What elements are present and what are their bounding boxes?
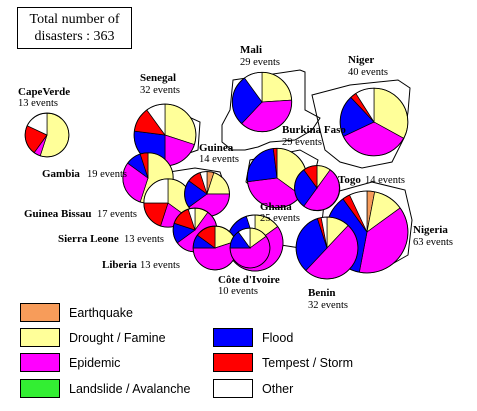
pie-capeverde [24,112,70,158]
label-nigeria-name: Nigeria [413,224,448,236]
label-capeverde-name: CapeVerde [18,86,70,98]
pie-guinea [184,171,230,217]
label-guineabissau-events: 17 events [97,209,137,220]
label-niger-name: Niger [348,54,374,66]
pie-outline-benin [295,216,359,280]
label-cotedivoire-events: 10 events [218,286,258,297]
label-burkina-name: Burkina Faso [282,124,346,136]
label-gambia-events: 19 events [87,169,127,180]
pie-togo [294,165,341,212]
border-niger [311,79,411,169]
label-senegal-events: 32 events [140,85,180,96]
label-burkina-events: 29 events [282,137,322,148]
pie-cotedivoire [229,227,271,269]
label-benin-events: 32 events [308,300,348,311]
total-line-1: Total number of [29,12,120,27]
total-line-2: disasters : 363 [34,29,115,44]
pie-niger [339,87,409,157]
label-sierraleone-events: 13 events [124,234,164,245]
label-guineabissau-name: Guinea Bissau [24,208,92,220]
pie-outline-cotedivoire [229,227,271,269]
label-capeverde-events: 13 events [18,98,58,109]
label-guinea-events: 14 events [199,154,239,165]
pie-mali [231,71,293,133]
label-sierraleone-name: Sierra Leone [58,233,119,245]
label-ghana-name: Ghana [260,201,292,213]
pie-outline-mali [231,71,293,133]
label-guinea-name: Guinea [199,142,234,154]
label-niger-events: 40 events [348,67,388,78]
label-nigeria-events: 63 events [413,237,453,248]
label-ghana-events: 25 events [260,213,300,224]
label-liberia-events: 13 events [140,260,180,271]
pie-benin [295,216,359,280]
label-togo-name: Togo [338,174,361,186]
label-gambia-name: Gambia [42,168,80,180]
label-benin-name: Benin [308,287,336,299]
label-liberia-name: Liberia [102,259,137,271]
pie-layer [24,71,409,280]
label-mali-events: 29 events [240,57,280,68]
label-togo-events: 14 events [365,175,405,186]
pie-slice-burkina-flood [246,148,278,183]
label-senegal-name: Senegal [140,72,176,84]
country-labels: CapeVerde 13 events Senegal 32 events Ma… [18,44,453,311]
pie-senegal [133,103,197,167]
pie-outline-capeverde [24,112,70,158]
border-mali [221,69,321,151]
label-cotedivoire-name: Côte d'Ivoire [218,274,280,286]
pie-outline-niger [339,87,409,157]
total-disasters-box: Total number of disasters : 363 [17,7,132,49]
label-mali-name: Mali [240,44,262,56]
pie-outline-togo [294,165,340,211]
